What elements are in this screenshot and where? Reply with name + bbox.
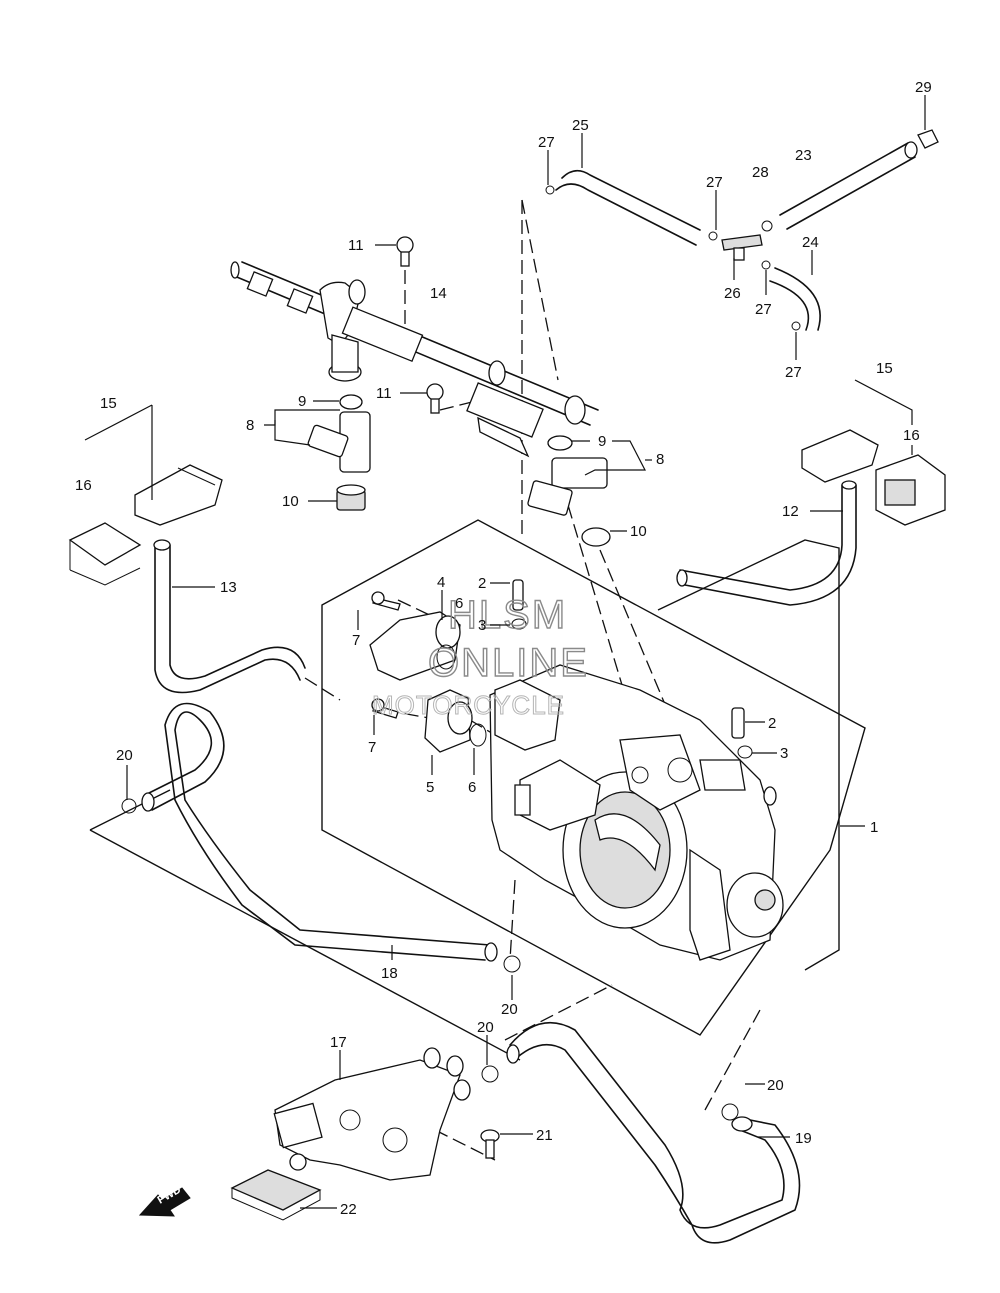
callout-20: 20 [501,1001,518,1018]
fwd-arrow-icon: FWD [138,1184,191,1217]
watermark-line-2: ONLINE [428,641,589,685]
callout-5: 5 [426,779,434,796]
callout-17: 17 [330,1034,347,1051]
callout-20: 20 [116,747,133,764]
throttle-body [489,664,784,961]
right-sensor-connector [801,429,946,526]
callout-11: 11 [376,385,392,402]
clip-29 [917,129,939,149]
callout-25: 25 [572,117,589,134]
watermark-line-1: HLSM [448,593,567,637]
callout-24: 24 [802,234,819,251]
callout-6: 6 [455,595,463,612]
callout-3: 3 [478,617,486,634]
callout-10: 10 [630,523,647,540]
callout-7: 7 [368,739,376,756]
watermark-line-3: MOTORCYCLE [372,690,565,720]
callout-23: 23 [795,147,812,164]
callout-27: 27 [755,301,772,318]
screw-2b [731,707,745,739]
callout-8: 8 [656,451,664,468]
clamps-20 [121,798,739,1121]
fuel-rail [230,261,599,458]
injector-left [307,394,371,511]
callout-27: 27 [785,364,802,381]
callout-7: 7 [352,632,360,649]
callout-11: 11 [348,237,364,254]
callout-3: 3 [780,745,788,762]
watermark: HLSM ONLINE MOTORCYCLE [372,592,589,720]
callout-15: 15 [876,360,893,377]
callout-18: 18 [381,965,398,982]
callout-28: 28 [752,164,769,181]
callout-20: 20 [477,1019,494,1036]
callout-9: 9 [598,433,606,450]
callout-27: 27 [538,134,555,151]
callout-15: 15 [100,395,117,412]
callout-27: 27 [706,174,723,191]
callout-20: 20 [767,1077,784,1094]
callout-22: 22 [340,1201,357,1218]
screw-21 [480,1129,500,1159]
callout-14: 14 [430,285,447,302]
hose-19 [506,1021,801,1244]
callout-2: 2 [478,575,486,592]
callout-8: 8 [246,417,254,434]
sensors [369,579,753,759]
callout-9: 9 [298,393,306,410]
hose-13 [153,539,306,694]
callout-6: 6 [468,779,476,796]
upper-hoses [545,129,939,331]
callout-4: 4 [437,574,445,591]
screws-11 [396,236,444,414]
callout-1: 1 [870,819,878,836]
label-plate-22 [230,1169,322,1221]
hose-12 [676,480,857,606]
left-sensor-connector [68,464,223,586]
lower-hose-frame-left [89,789,171,831]
injector-right [527,435,611,547]
hose-18 [141,702,498,962]
callout-12: 12 [782,503,799,520]
joint-tee [721,234,763,251]
leader-lines [84,95,926,1209]
throttle-body-frame [321,519,866,1036]
callout-26: 26 [724,285,741,302]
callout-13: 13 [220,579,237,596]
callout-29: 29 [915,79,932,96]
callout-16: 16 [903,427,920,444]
valve-17 [273,1047,471,1181]
gaskets [339,394,573,451]
callout-21: 21 [536,1127,553,1144]
callout-16: 16 [75,477,92,494]
callout-10: 10 [282,493,299,510]
callout-numbers: 29 25 27 23 28 27 24 26 27 27 11 14 11 9… [75,79,932,1218]
screw-2a [512,579,524,611]
callout-19: 19 [795,1130,812,1147]
callout-2: 2 [768,715,776,732]
right-hose-frame [657,539,840,971]
